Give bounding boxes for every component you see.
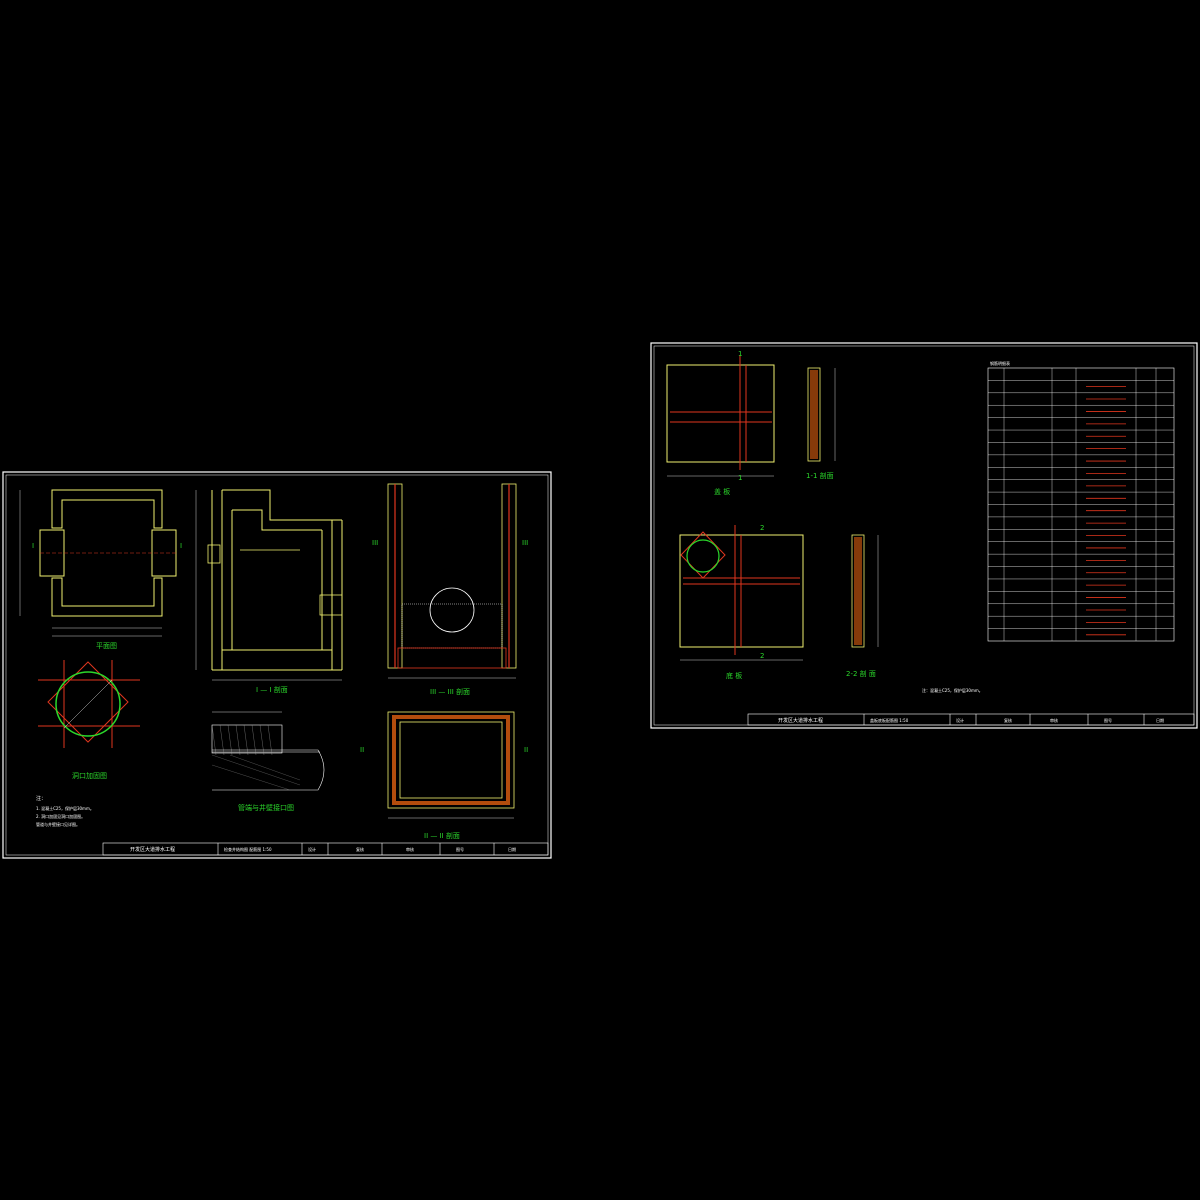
bottom-slab-view: 底 板 2 2 — [679, 524, 804, 680]
sheet-1-date-label: 日期 — [508, 846, 516, 852]
section-marker-ii-left: II — [360, 746, 364, 754]
bottom-slab-title: 底 板 — [726, 671, 742, 680]
sheet-2-project-name: 开发区大道排水工程 — [778, 717, 823, 724]
section-2-title: II — II 剖面 — [424, 831, 460, 840]
sheet-1-check-label: 复核 — [356, 846, 364, 852]
section-1-title: I — I 剖面 — [256, 685, 288, 694]
notes-title: 注： — [36, 795, 46, 802]
rebar-table-grid — [988, 368, 1174, 641]
section-marker-2-bottom: 2 — [760, 652, 764, 660]
sheet-1-title-block: 开发区大道排水工程 检查井结构图 配筋图 1:50 设计 复核 审核 图号 日期 — [102, 842, 549, 856]
section-marker-1-bottom: 1 — [738, 474, 742, 482]
sheet-2-frame — [650, 342, 1198, 729]
notes-block: 注： 1. 混凝土C25，保护层30mm。 2. 洞口加固见洞口加固图。 管道与… — [36, 795, 94, 827]
section-2-2-view: 2-2 剖 面 — [846, 534, 879, 678]
cover-slab-title: 盖 板 — [714, 487, 730, 496]
sheet-1-frame — [2, 471, 552, 859]
plan-view: 平面图 I I — [19, 489, 182, 650]
sheet-2-design-label: 设计 — [956, 717, 964, 723]
section-2-view: II — II 剖面 II II — [360, 711, 528, 840]
sheet-2-date-label: 日期 — [1156, 717, 1164, 723]
section-3-title: III — III 剖面 — [430, 687, 470, 696]
section-marker-1-top: 1 — [738, 350, 742, 358]
rebar-table-title: 钢筋明细表 — [990, 360, 1010, 366]
sheet-1-project-name: 开发区大道排水工程 — [130, 846, 175, 853]
notes-line-2: 2. 洞口加固见洞口加固图。 — [36, 813, 85, 819]
notes-line-3: 管道与井壁接口见详图。 — [36, 821, 80, 827]
section-marker-iii-left: III — [372, 539, 378, 547]
sheet-2-review-label: 审核 — [1050, 717, 1058, 723]
opening-reinforcement-view: 洞口加固图 — [38, 660, 140, 780]
opening-view-title: 洞口加固图 — [72, 771, 107, 780]
section-marker-i-left: I — [32, 542, 34, 550]
section-marker-iii-right: III — [522, 539, 528, 547]
section-marker-i-right: I — [180, 542, 182, 550]
section-marker-ii-right: II — [524, 746, 528, 754]
sheet-1-review-label: 审核 — [406, 846, 414, 852]
sheet-2-drawing-no-label: 图号 — [1104, 717, 1112, 723]
cover-slab-view: 盖 板 1 1 — [666, 350, 775, 496]
section-marker-2-top: 2 — [760, 524, 764, 532]
section-1-view: I — I 剖面 — [195, 489, 343, 694]
plan-view-title: 平面图 — [96, 642, 117, 650]
notes-line-1: 1. 混凝土C25，保护层30mm。 — [36, 805, 94, 811]
section-1-1-view: 1-1 剖面 — [806, 367, 836, 480]
section-2-2-title: 2-2 剖 面 — [846, 669, 876, 678]
sheet-2-drawing-name: 盖板底板配筋图 1:50 — [870, 717, 909, 723]
sheet-1-drawing-no-label: 图号 — [456, 846, 464, 852]
sheet-1-drawing-name: 检查井结构图 配筋图 1:50 — [224, 846, 272, 852]
sheet-2-check-label: 复核 — [1004, 717, 1012, 723]
sheet-1-design-label: 设计 — [308, 846, 316, 852]
pipe-joint-title: 管端与井壁接口图 — [238, 803, 294, 812]
sheet-2-note: 注：混凝土C25，保护层30mm。 — [922, 687, 983, 693]
pipe-joint-view: 管端与井壁接口图 — [211, 711, 325, 812]
sheet-2-title-block: 开发区大道排水工程 盖板底板配筋图 1:50 设计 复核 审核 图号 日期 — [747, 713, 1195, 726]
rebar-schedule-table: 钢筋明细表 — [987, 360, 1175, 642]
sheet-1: 平面图 I I I — I 剖面 III — II — [2, 471, 552, 859]
section-3-view: III — III 剖面 III III — [372, 483, 528, 696]
sheet-2: 盖 板 1 1 1-1 剖面 底 板 2 2 — [650, 342, 1198, 729]
section-1-1-title: 1-1 剖面 — [806, 471, 834, 480]
